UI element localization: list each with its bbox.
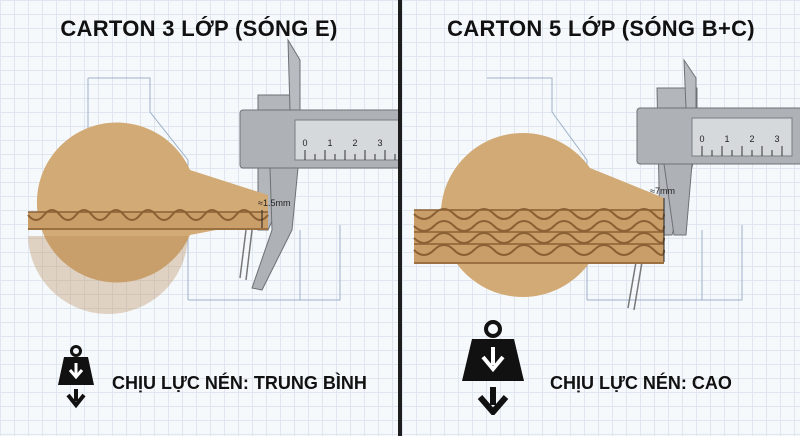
strength-label-3-layer: CHỊU LỰC NÉN: TRUNG BÌNH	[112, 373, 367, 393]
caliper-scale-0: 0	[302, 138, 307, 148]
caliper-scale-1: 1	[327, 138, 332, 148]
strength-label-5-layer: CHỊU LỰC NÉN: CAO	[550, 373, 732, 393]
panel-5-layer: CARTON 5 LỚP (SÓNG B+C) 0 1	[402, 0, 800, 436]
weight-arrow-down-icon	[58, 345, 94, 409]
weight-arrow-down-icon	[462, 320, 524, 415]
footer-5-layer: CHỊU LỰC NÉN: CAO	[402, 320, 800, 415]
magnified-cardboard	[27, 122, 269, 315]
footer-3-layer: CHỊU LỰC NÉN: TRUNG BÌNH	[0, 345, 398, 409]
thickness-label-5-layer: ≈7mm	[650, 186, 675, 196]
caliper-scale-2: 2	[352, 138, 357, 148]
caliper-scale-2: 2	[749, 134, 754, 144]
magnified-cardboard	[413, 132, 665, 297]
carton-5-layer-illustration: 0 1 2 3	[413, 58, 800, 311]
caliper-scale-3: 3	[774, 134, 779, 144]
thickness-label-3-layer: ≈1.5mm	[258, 198, 290, 208]
caliper-scale-1: 1	[724, 134, 729, 144]
caliper: 0 1 2 3	[627, 58, 800, 311]
caliper-scale-3: 3	[377, 138, 382, 148]
caliper-scale-0: 0	[699, 134, 704, 144]
panel-3-layer: CARTON 3 LỚP (SÓNG E)	[0, 0, 398, 436]
caliper: 0 1 2 3	[239, 38, 398, 291]
panel-title-5-layer: CARTON 5 LỚP (SÓNG B+C)	[447, 16, 755, 41]
carton-3-layer-illustration: 0 1 2 3 ≈1.5mm	[27, 38, 398, 315]
panel-divider	[398, 0, 402, 436]
panel-title-3-layer: CARTON 3 LỚP (SÓNG E)	[60, 16, 338, 41]
